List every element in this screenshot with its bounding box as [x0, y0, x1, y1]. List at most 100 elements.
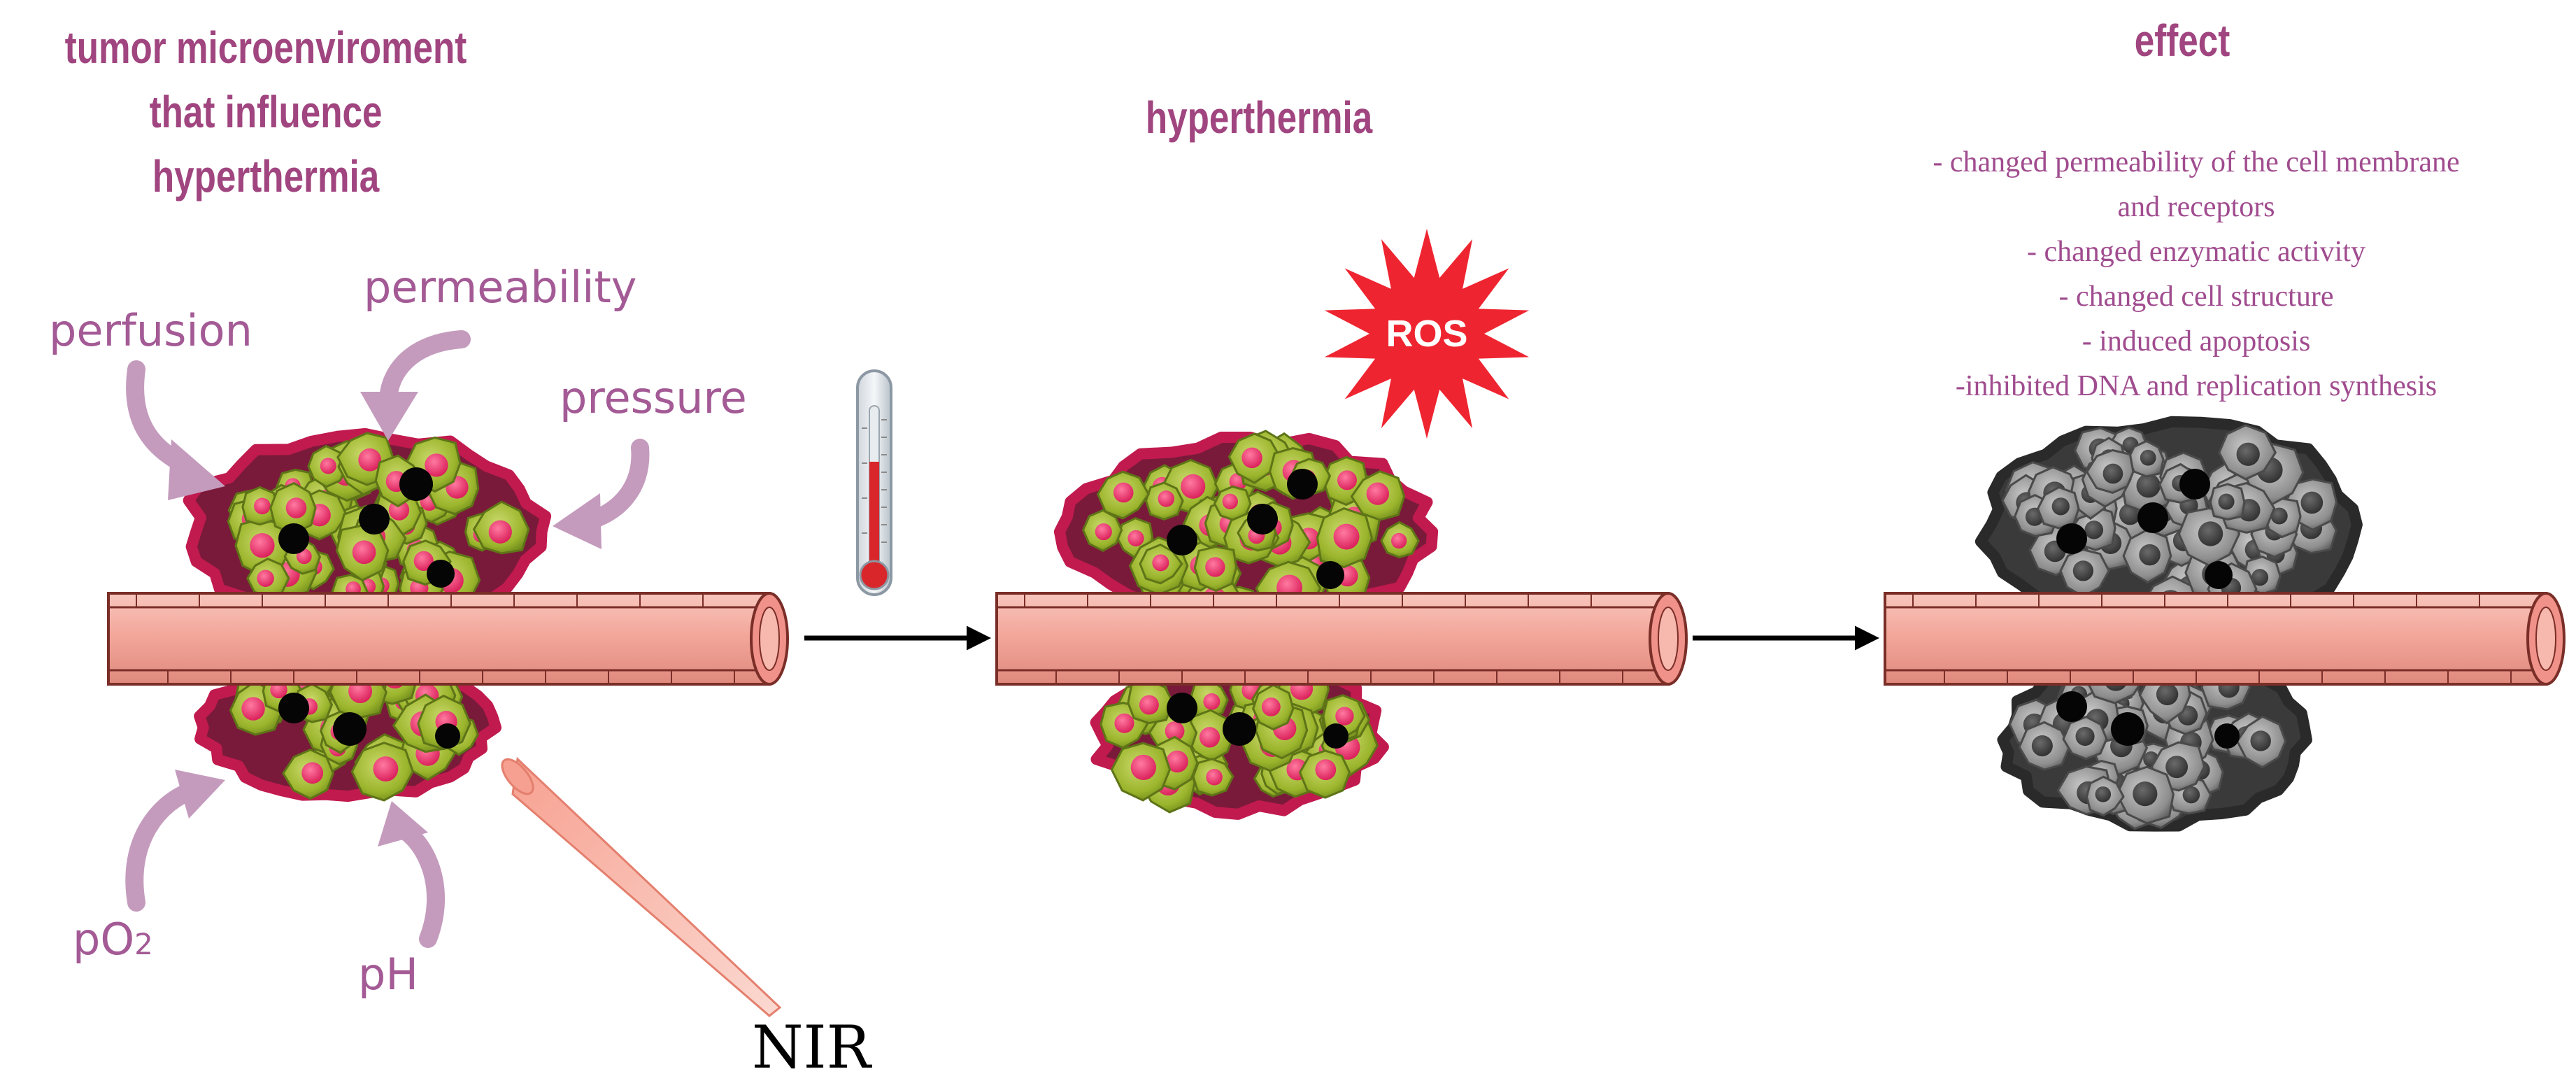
- ros-label: ROS: [1386, 313, 1468, 355]
- cell-nucleus: [2218, 493, 2235, 510]
- cell-nucleus: [358, 448, 381, 472]
- nanoparticle: [333, 712, 367, 746]
- vessel-lumen: [1658, 607, 1679, 671]
- po2-subscript: 2: [134, 927, 153, 961]
- cell-nucleus: [301, 762, 324, 784]
- microenvironment-title: tumor microenviroment that influence hyp…: [59, 15, 473, 208]
- influence-arrow: [393, 820, 446, 948]
- cell-nucleus: [1337, 470, 1357, 490]
- cell-nucleus: [1391, 532, 1407, 549]
- influence-arrow-head: [360, 392, 418, 441]
- cell-nucleus: [1333, 523, 1360, 550]
- effect-item: - induced apoptosis: [2082, 325, 2311, 358]
- nanoparticle: [399, 467, 433, 501]
- cell-nucleus: [488, 520, 512, 544]
- cell-nucleus: [388, 500, 410, 521]
- influence-arrow-head: [378, 801, 428, 847]
- cell-nucleus: [2139, 544, 2161, 566]
- nanoparticle: [278, 693, 309, 723]
- cell-nucleus: [2300, 491, 2324, 514]
- thermometer-icon: [856, 369, 892, 596]
- nir-label: NIR: [752, 1013, 871, 1082]
- cell-nucleus: [1130, 754, 1156, 781]
- influence-arrow: [125, 781, 201, 912]
- nanoparticle: [1167, 693, 1197, 723]
- cell-nucleus: [1166, 750, 1188, 773]
- ros-burst-icon: [1324, 229, 1530, 439]
- influence-arrow: [379, 330, 471, 411]
- cell-nucleus: [2156, 683, 2179, 706]
- pressure-label: pressure: [560, 372, 747, 423]
- cell-nucleus: [1113, 482, 1134, 503]
- effect-item: and receptors: [2117, 191, 2275, 223]
- effect-list: - changed permeability of the cell membr…: [1860, 140, 2532, 409]
- cell-nucleus: [320, 458, 336, 474]
- cell-nucleus: [2031, 735, 2053, 757]
- cell-nucleus: [2165, 756, 2189, 779]
- effect-item: -inhibited DNA and replication synthesis: [1955, 370, 2438, 402]
- cell-nucleus: [257, 569, 274, 587]
- cell-nucleus: [285, 497, 307, 518]
- nanoparticle: [2179, 469, 2210, 500]
- po2-label-text: pO: [73, 914, 135, 965]
- cell-nucleus: [250, 533, 275, 558]
- influence-arrow-head: [175, 770, 225, 819]
- nanoparticle: [1247, 504, 1278, 535]
- cell-nucleus: [2140, 449, 2156, 466]
- nanoparticle: [2205, 561, 2233, 589]
- permeability-label: permeability: [364, 262, 637, 313]
- effect-title: effect: [2134, 15, 2230, 66]
- cell-nucleus: [1366, 482, 1390, 505]
- po2-label: pO2: [73, 914, 153, 965]
- cell-nucleus: [2136, 474, 2161, 498]
- cell-nucleus: [1315, 759, 1337, 781]
- influence-arrow-head: [553, 493, 602, 549]
- influence-arrow-head: [168, 439, 225, 500]
- cell-nucleus: [2236, 442, 2260, 466]
- nanoparticle: [2056, 523, 2087, 554]
- microenvironment-title-line: tumor microenviroment: [64, 22, 467, 73]
- nanoparticle: [1167, 525, 1197, 555]
- nanoparticle: [359, 504, 390, 535]
- cell-nucleus: [1206, 768, 1223, 786]
- nanoparticle: [1323, 723, 1349, 749]
- nir-beam-icon: [501, 756, 782, 1017]
- microenvironment-title-line: that influence: [149, 87, 383, 137]
- cell-nucleus: [254, 497, 271, 515]
- blood-vessels: [107, 592, 2566, 686]
- nanoparticle: [1223, 712, 1256, 746]
- cell-nucleus: [1222, 493, 1238, 509]
- cell-nucleus: [2072, 560, 2094, 581]
- microenvironment-title-line: hyperthermia: [152, 151, 380, 201]
- cell-nucleus: [2084, 521, 2104, 539]
- cell-nucleus: [2051, 497, 2070, 516]
- perfusion-label: perfusion: [49, 305, 252, 356]
- cell-nucleus: [1152, 554, 1169, 572]
- cell-nucleus: [1181, 474, 1206, 499]
- cell-nucleus: [1165, 721, 1185, 741]
- cell-nucleus: [2095, 786, 2112, 802]
- cell-nucleus: [413, 551, 434, 572]
- cell-nucleus: [1335, 707, 1354, 726]
- nanoparticle: [2137, 502, 2168, 533]
- factor-arrows: [125, 330, 650, 948]
- cell-nucleus: [373, 756, 399, 781]
- cell-nucleus: [241, 697, 265, 721]
- cell-nucleus: [2270, 507, 2288, 525]
- cell-nucleus: [425, 453, 448, 477]
- cell-nucleus: [2102, 463, 2123, 484]
- cell-nucleus: [2251, 569, 2269, 586]
- vessel-body: [995, 592, 1670, 686]
- effect-item: - changed cell structure: [2058, 281, 2334, 313]
- cell-nucleus: [1199, 727, 1221, 748]
- cell-nucleus: [1095, 523, 1112, 541]
- cell-nucleus: [1205, 557, 1225, 577]
- cell-nucleus: [1114, 713, 1134, 733]
- cell-nucleus: [1127, 530, 1144, 547]
- nanoparticle: [1316, 561, 1344, 589]
- cell-nucleus: [1158, 490, 1175, 507]
- cell-nucleus: [1203, 693, 1221, 710]
- cell-nucleus: [2182, 786, 2200, 804]
- vessel-body: [107, 592, 771, 686]
